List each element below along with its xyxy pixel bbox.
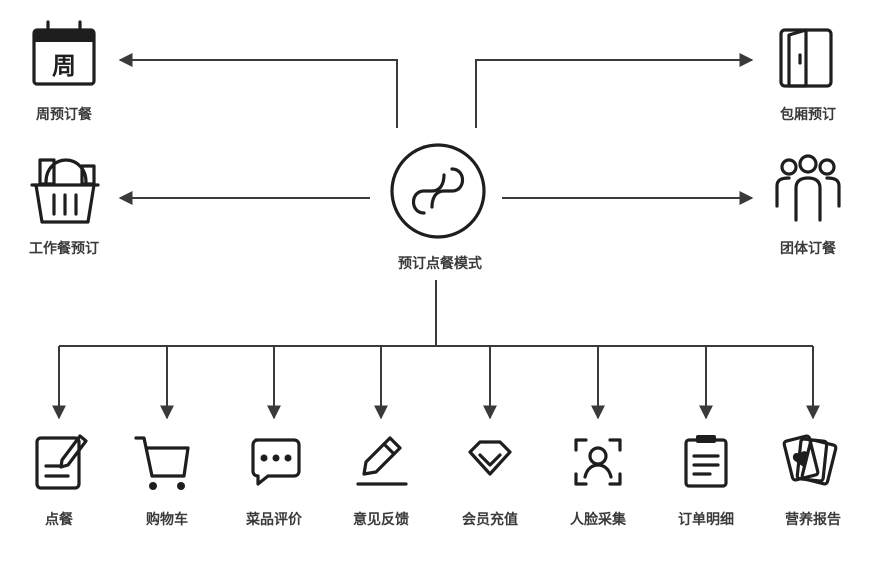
- feature-label: 菜品评价: [245, 511, 303, 528]
- feature-feedback[interactable]: 意见反馈: [353, 436, 409, 528]
- feature-label: 营养报告: [785, 511, 841, 528]
- node-work-meal[interactable]: 工作餐预订: [29, 158, 100, 257]
- group-order-label: 团体订餐: [780, 240, 837, 257]
- connectors: [52, 53, 820, 420]
- cards-icon: [782, 434, 838, 486]
- calendar-icon: 周: [32, 20, 96, 86]
- work-meal-label: 工作餐预订: [29, 240, 99, 257]
- door-icon: [779, 28, 833, 88]
- node-group-order[interactable]: 团体订餐: [775, 154, 841, 257]
- center-node[interactable]: 预订点餐模式: [390, 143, 486, 272]
- node-private-room[interactable]: 包厢预订: [779, 28, 836, 123]
- calendar-icon-text: 周: [52, 52, 76, 80]
- feature-label: 订单明细: [678, 511, 734, 528]
- cart-icon: [134, 436, 190, 490]
- private-room-label: 包厢预订: [780, 106, 836, 123]
- feature-label: 会员充值: [462, 511, 518, 528]
- feature-drops: [52, 346, 820, 420]
- pen-icon: [356, 436, 408, 486]
- chat-bubble-icon: [251, 438, 301, 486]
- feature-order-details[interactable]: 订单明细: [678, 435, 734, 528]
- node-weekly-booking[interactable]: 周 周预订餐: [32, 20, 96, 123]
- feature-label: 人脸采集: [570, 511, 627, 528]
- face-scan-icon: [574, 438, 622, 486]
- weekly-booking-label: 周预订餐: [36, 106, 93, 123]
- feature-label: 意见反馈: [353, 511, 409, 528]
- feature-member-recharge[interactable]: 会员充值: [462, 440, 518, 528]
- group-icon: [775, 154, 841, 222]
- mini-program-icon-stroke-b: [430, 167, 465, 209]
- feature-cart[interactable]: 购物车: [134, 436, 190, 528]
- feature-dish-review[interactable]: 菜品评价: [245, 438, 303, 528]
- feature-nutrition-report[interactable]: 营养报告: [782, 434, 841, 528]
- feature-label: 购物车: [146, 511, 188, 528]
- clipboard-icon: [684, 435, 728, 488]
- feature-order[interactable]: 点餐: [35, 434, 88, 528]
- order-edit-icon: [35, 434, 88, 490]
- arrow-to-private-room: [475, 53, 754, 128]
- feature-face-capture[interactable]: 人脸采集: [570, 438, 627, 528]
- arrow-to-weekly-booking: [118, 53, 398, 128]
- diamond-icon: [468, 440, 512, 476]
- center-label: 预订点餐模式: [398, 255, 482, 272]
- basket-icon: [30, 158, 100, 224]
- mini-program-icon: [390, 143, 486, 239]
- feature-row: 点餐 购物车 菜品评价 意见反馈: [35, 434, 841, 528]
- feature-label: 点餐: [45, 511, 74, 528]
- mini-program-icon-stroke-a: [411, 173, 446, 215]
